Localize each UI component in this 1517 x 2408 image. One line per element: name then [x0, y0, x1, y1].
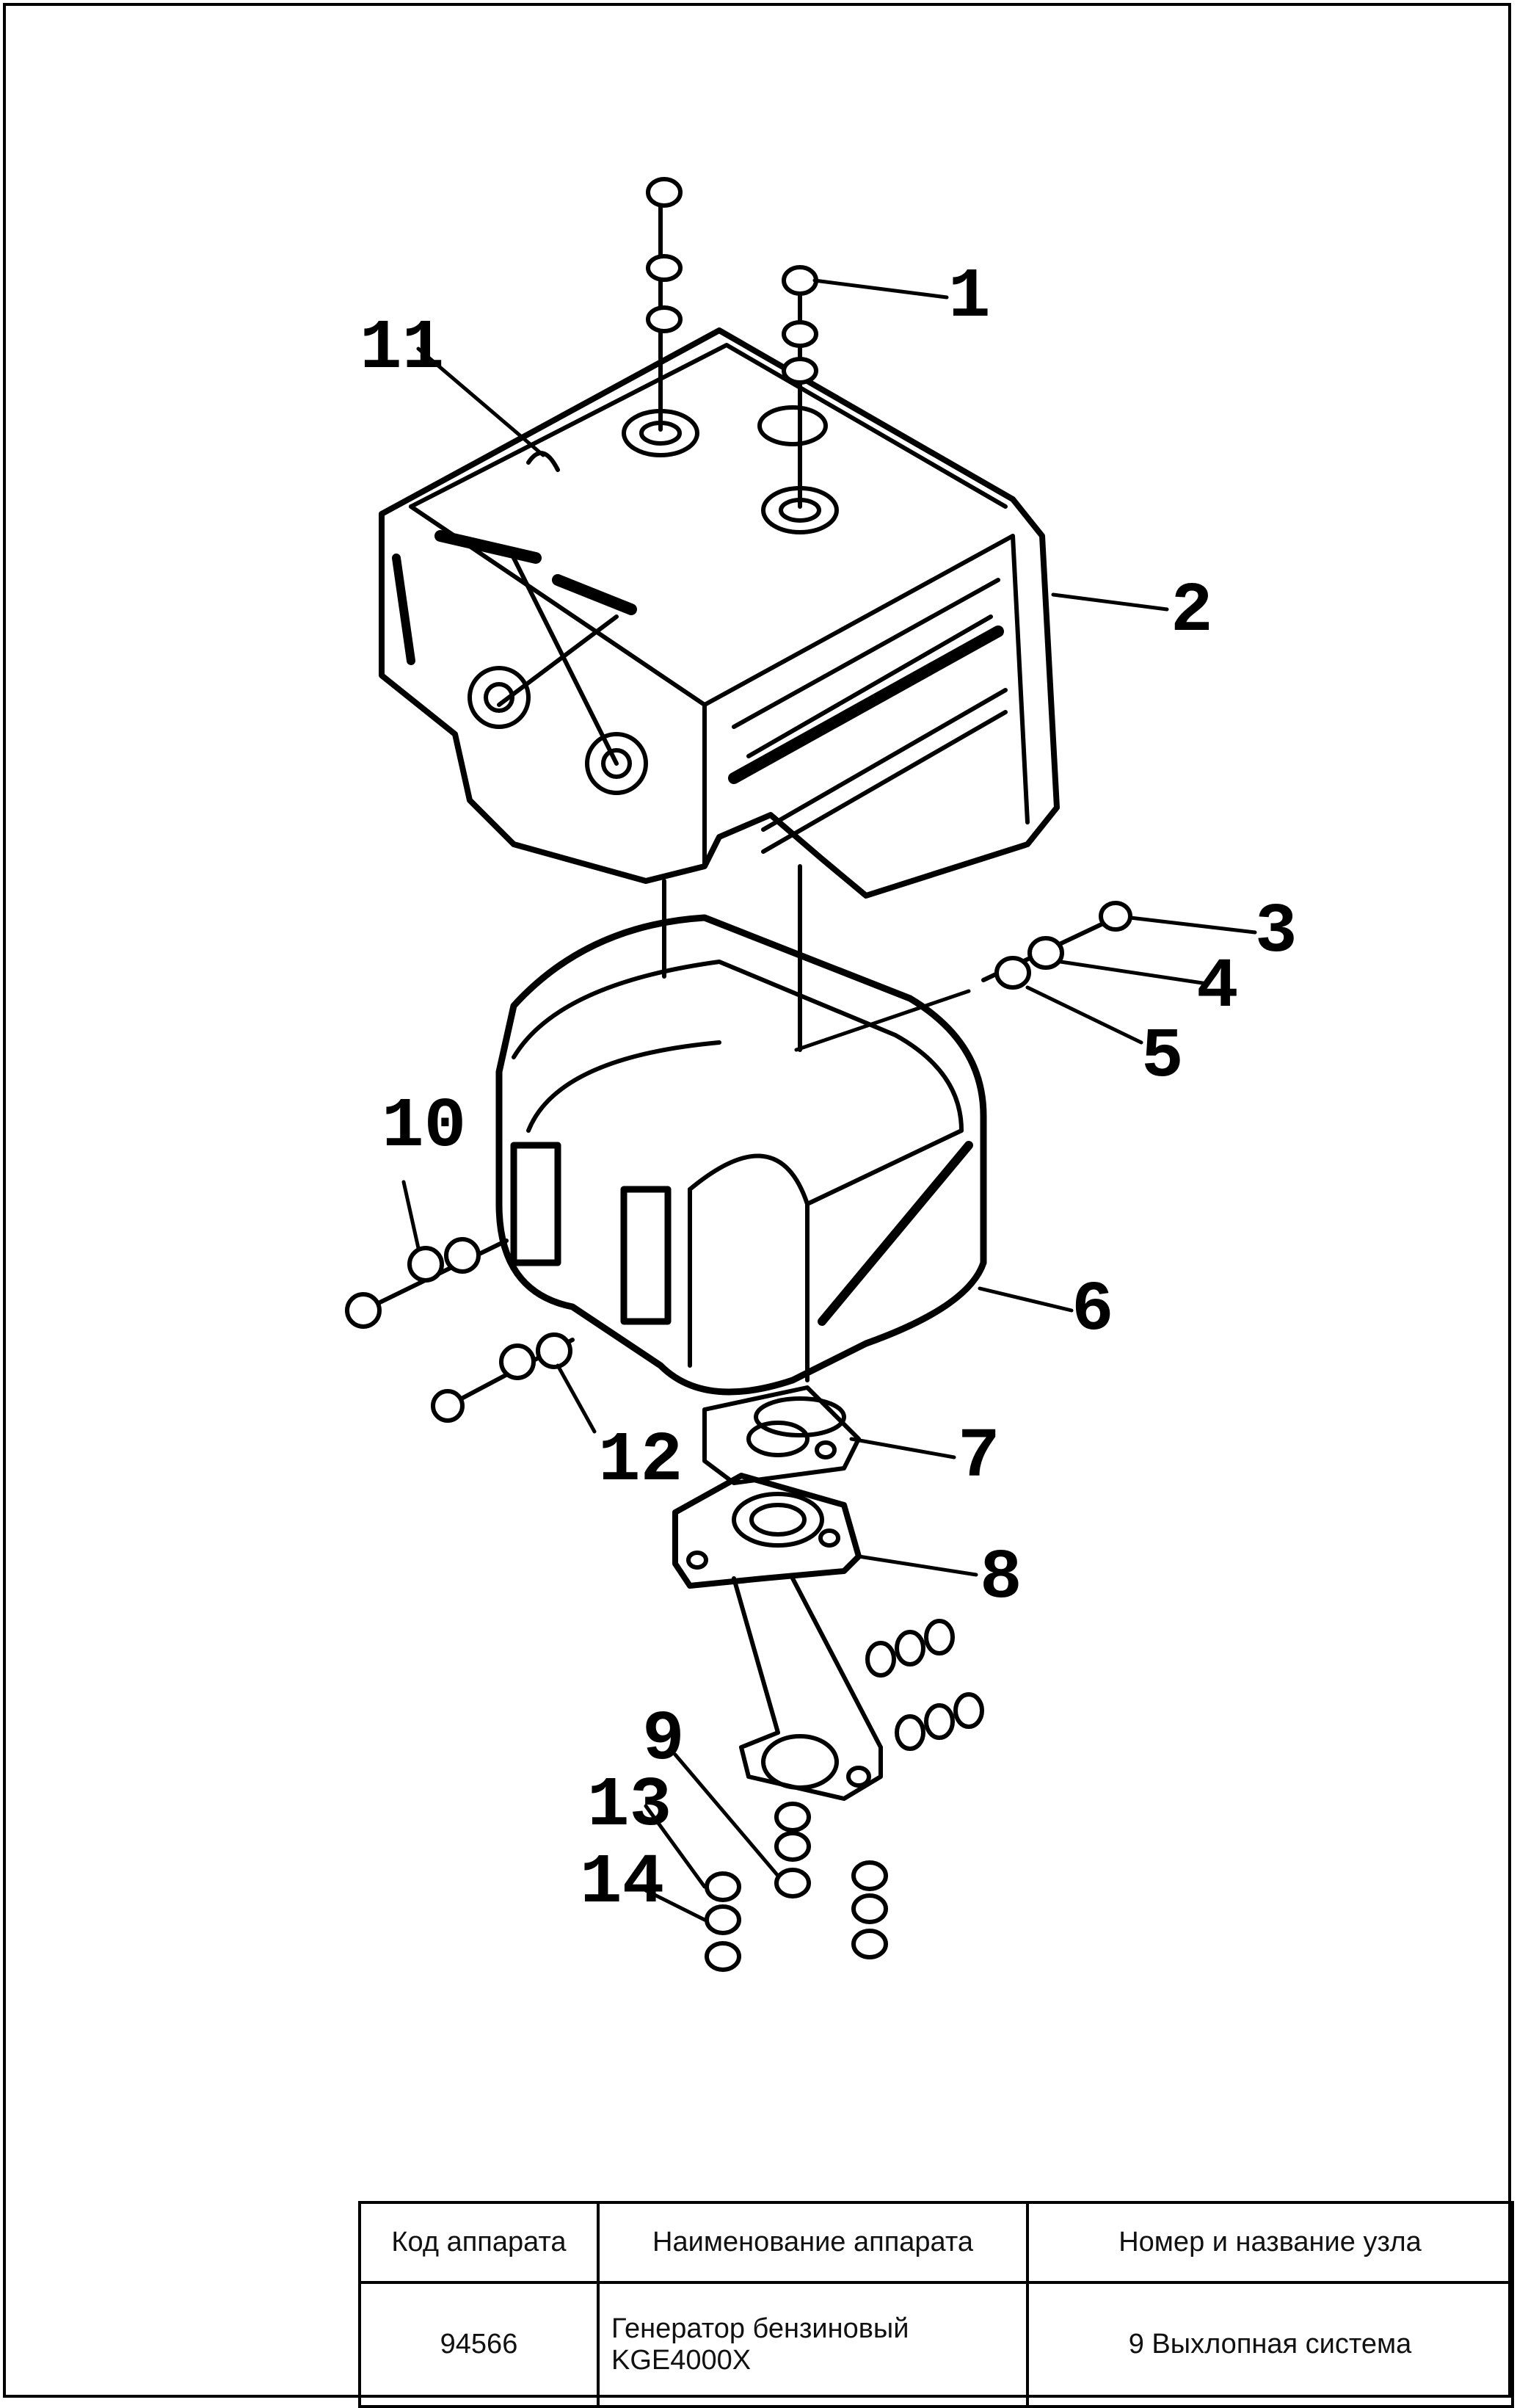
muffler-body: [495, 914, 987, 1437]
leader-lines: [401, 278, 1257, 1922]
callout-10: 10: [382, 1087, 466, 1167]
title-block: Код аппарата Наименование аппарата Номер…: [358, 2201, 1514, 2408]
callout-9: 9: [642, 1700, 685, 1780]
gasket: [702, 1385, 861, 1485]
callout-11: 11: [360, 308, 444, 388]
value-code: 94566: [358, 2281, 600, 2408]
callout-1: 1: [948, 257, 991, 337]
side-fasteners-left-upper: [345, 1237, 509, 1329]
callout-14: 14: [580, 1843, 664, 1923]
value-unit: 9 Выхлопная система: [1026, 2281, 1514, 2408]
callout-4: 4: [1196, 947, 1239, 1027]
value-name: Генератор бензиновый KGE4000X: [597, 2281, 1029, 2408]
exhaust-pipe: [672, 1473, 883, 1801]
top-fasteners: [646, 177, 818, 509]
callout-3: 3: [1255, 892, 1298, 972]
callout-7: 7: [958, 1417, 1000, 1497]
title-block-value-row: 94566 Генератор бензиновый KGE4000X 9 Вы…: [358, 2281, 1514, 2408]
callout-2: 2: [1171, 571, 1213, 651]
exhaust-nuts-right: [865, 1619, 984, 1751]
callout-12: 12: [598, 1421, 683, 1501]
exploded-view-diagram: 1 2 3 4 5 6 7 8 9 10 11 12 13 14: [345, 177, 1298, 1972]
callout-labels: 1 2 3 4 5 6 7 8 9 10 11 12 13 14: [360, 257, 1298, 1923]
header-name: Наименование аппарата: [597, 2201, 1029, 2284]
heat-shield: [379, 327, 1060, 899]
side-fasteners-right: [981, 901, 1132, 990]
callout-6: 6: [1072, 1270, 1114, 1350]
header-unit: Номер и название узла: [1026, 2201, 1514, 2284]
callout-13: 13: [587, 1766, 672, 1846]
title-block-header-row: Код аппарата Наименование аппарата Номер…: [358, 2201, 1514, 2284]
header-code: Код аппарата: [358, 2201, 600, 2284]
callout-5: 5: [1141, 1017, 1184, 1097]
side-fasteners-left-lower: [431, 1332, 575, 1423]
exhaust-nuts-bottom: [705, 1802, 888, 1972]
callout-8: 8: [980, 1538, 1022, 1618]
